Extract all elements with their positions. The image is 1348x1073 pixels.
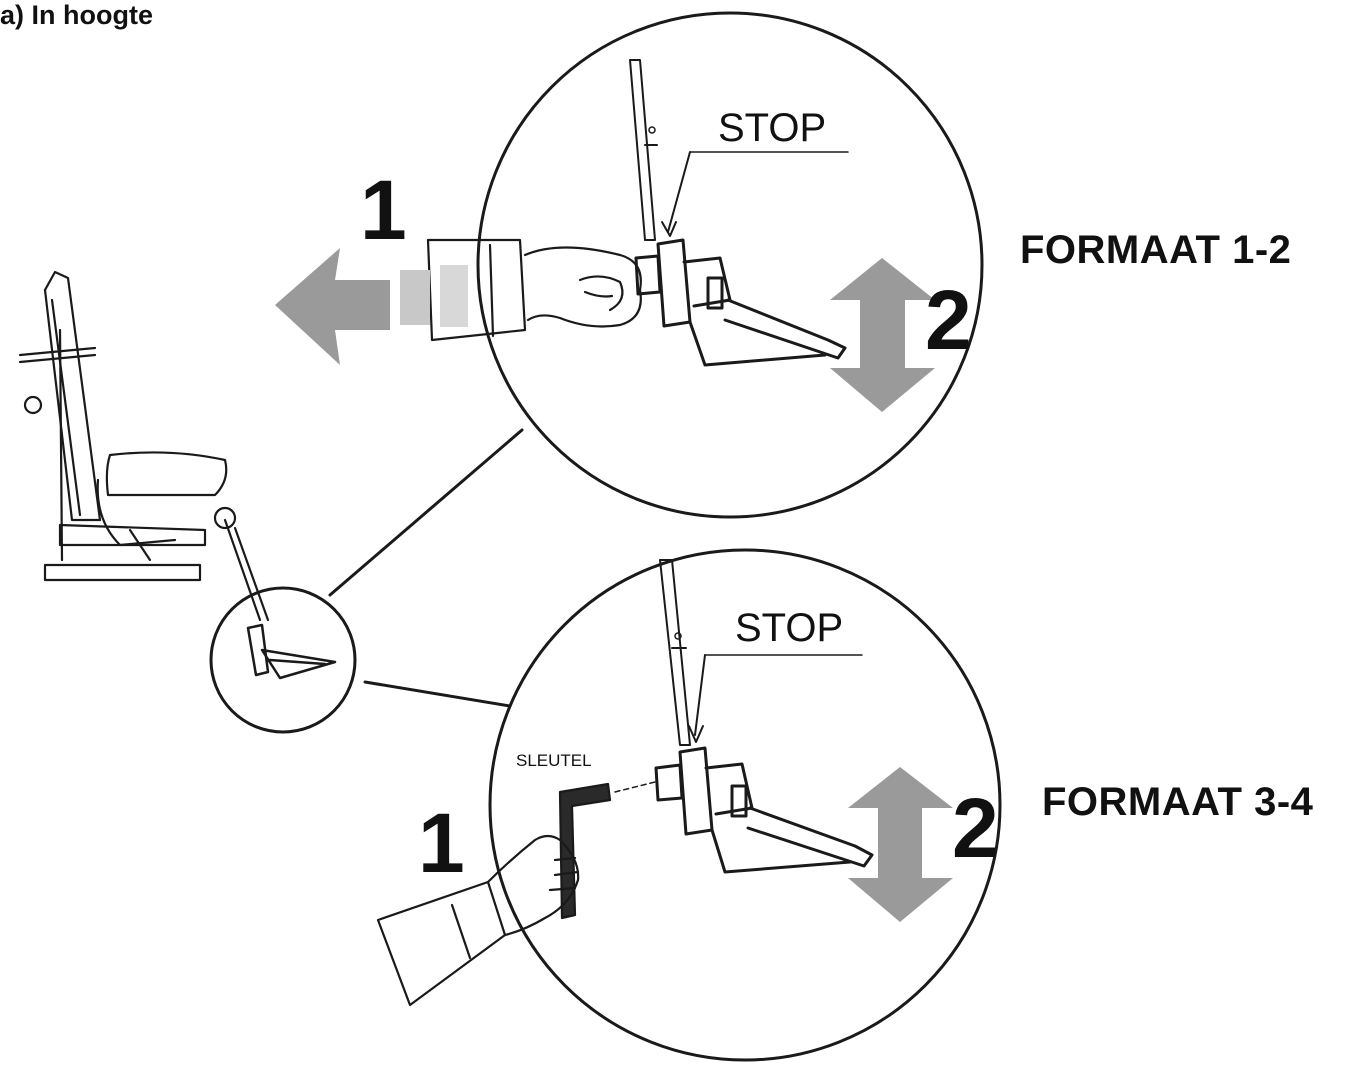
up-down-arrow-top (830, 258, 935, 412)
connector-line-bottom (363, 680, 512, 708)
detail-circle-top (476, 11, 984, 519)
stop-label-top: STOP (718, 106, 827, 150)
zoom-circle (209, 586, 357, 734)
footplate-small (246, 623, 337, 680)
wheelchair-sketch (18, 270, 270, 622)
page-title: a) In hoogte (0, 0, 153, 30)
hand-bottom (376, 782, 612, 1007)
step-1-label-bottom: 1 (418, 796, 465, 890)
format-label-top: FORMAAT 1-2 (1020, 228, 1292, 272)
connector-line-top (328, 428, 524, 597)
format-label-bottom: FORMAAT 3-4 (1042, 780, 1314, 824)
up-down-arrow-bottom (848, 767, 953, 922)
step-1-label-top: 1 (360, 163, 407, 257)
step-2-label-bottom: 2 (952, 781, 999, 875)
key-label: SLEUTEL (516, 751, 592, 770)
mechanism-bottom (614, 559, 874, 874)
mechanism-top (629, 59, 849, 367)
pull-arrow (275, 248, 468, 365)
step-2-label-top: 2 (925, 273, 972, 367)
hand-top (426, 238, 642, 342)
stop-label-bottom: STOP (735, 606, 844, 650)
detail-circle-bottom (488, 548, 1002, 1062)
